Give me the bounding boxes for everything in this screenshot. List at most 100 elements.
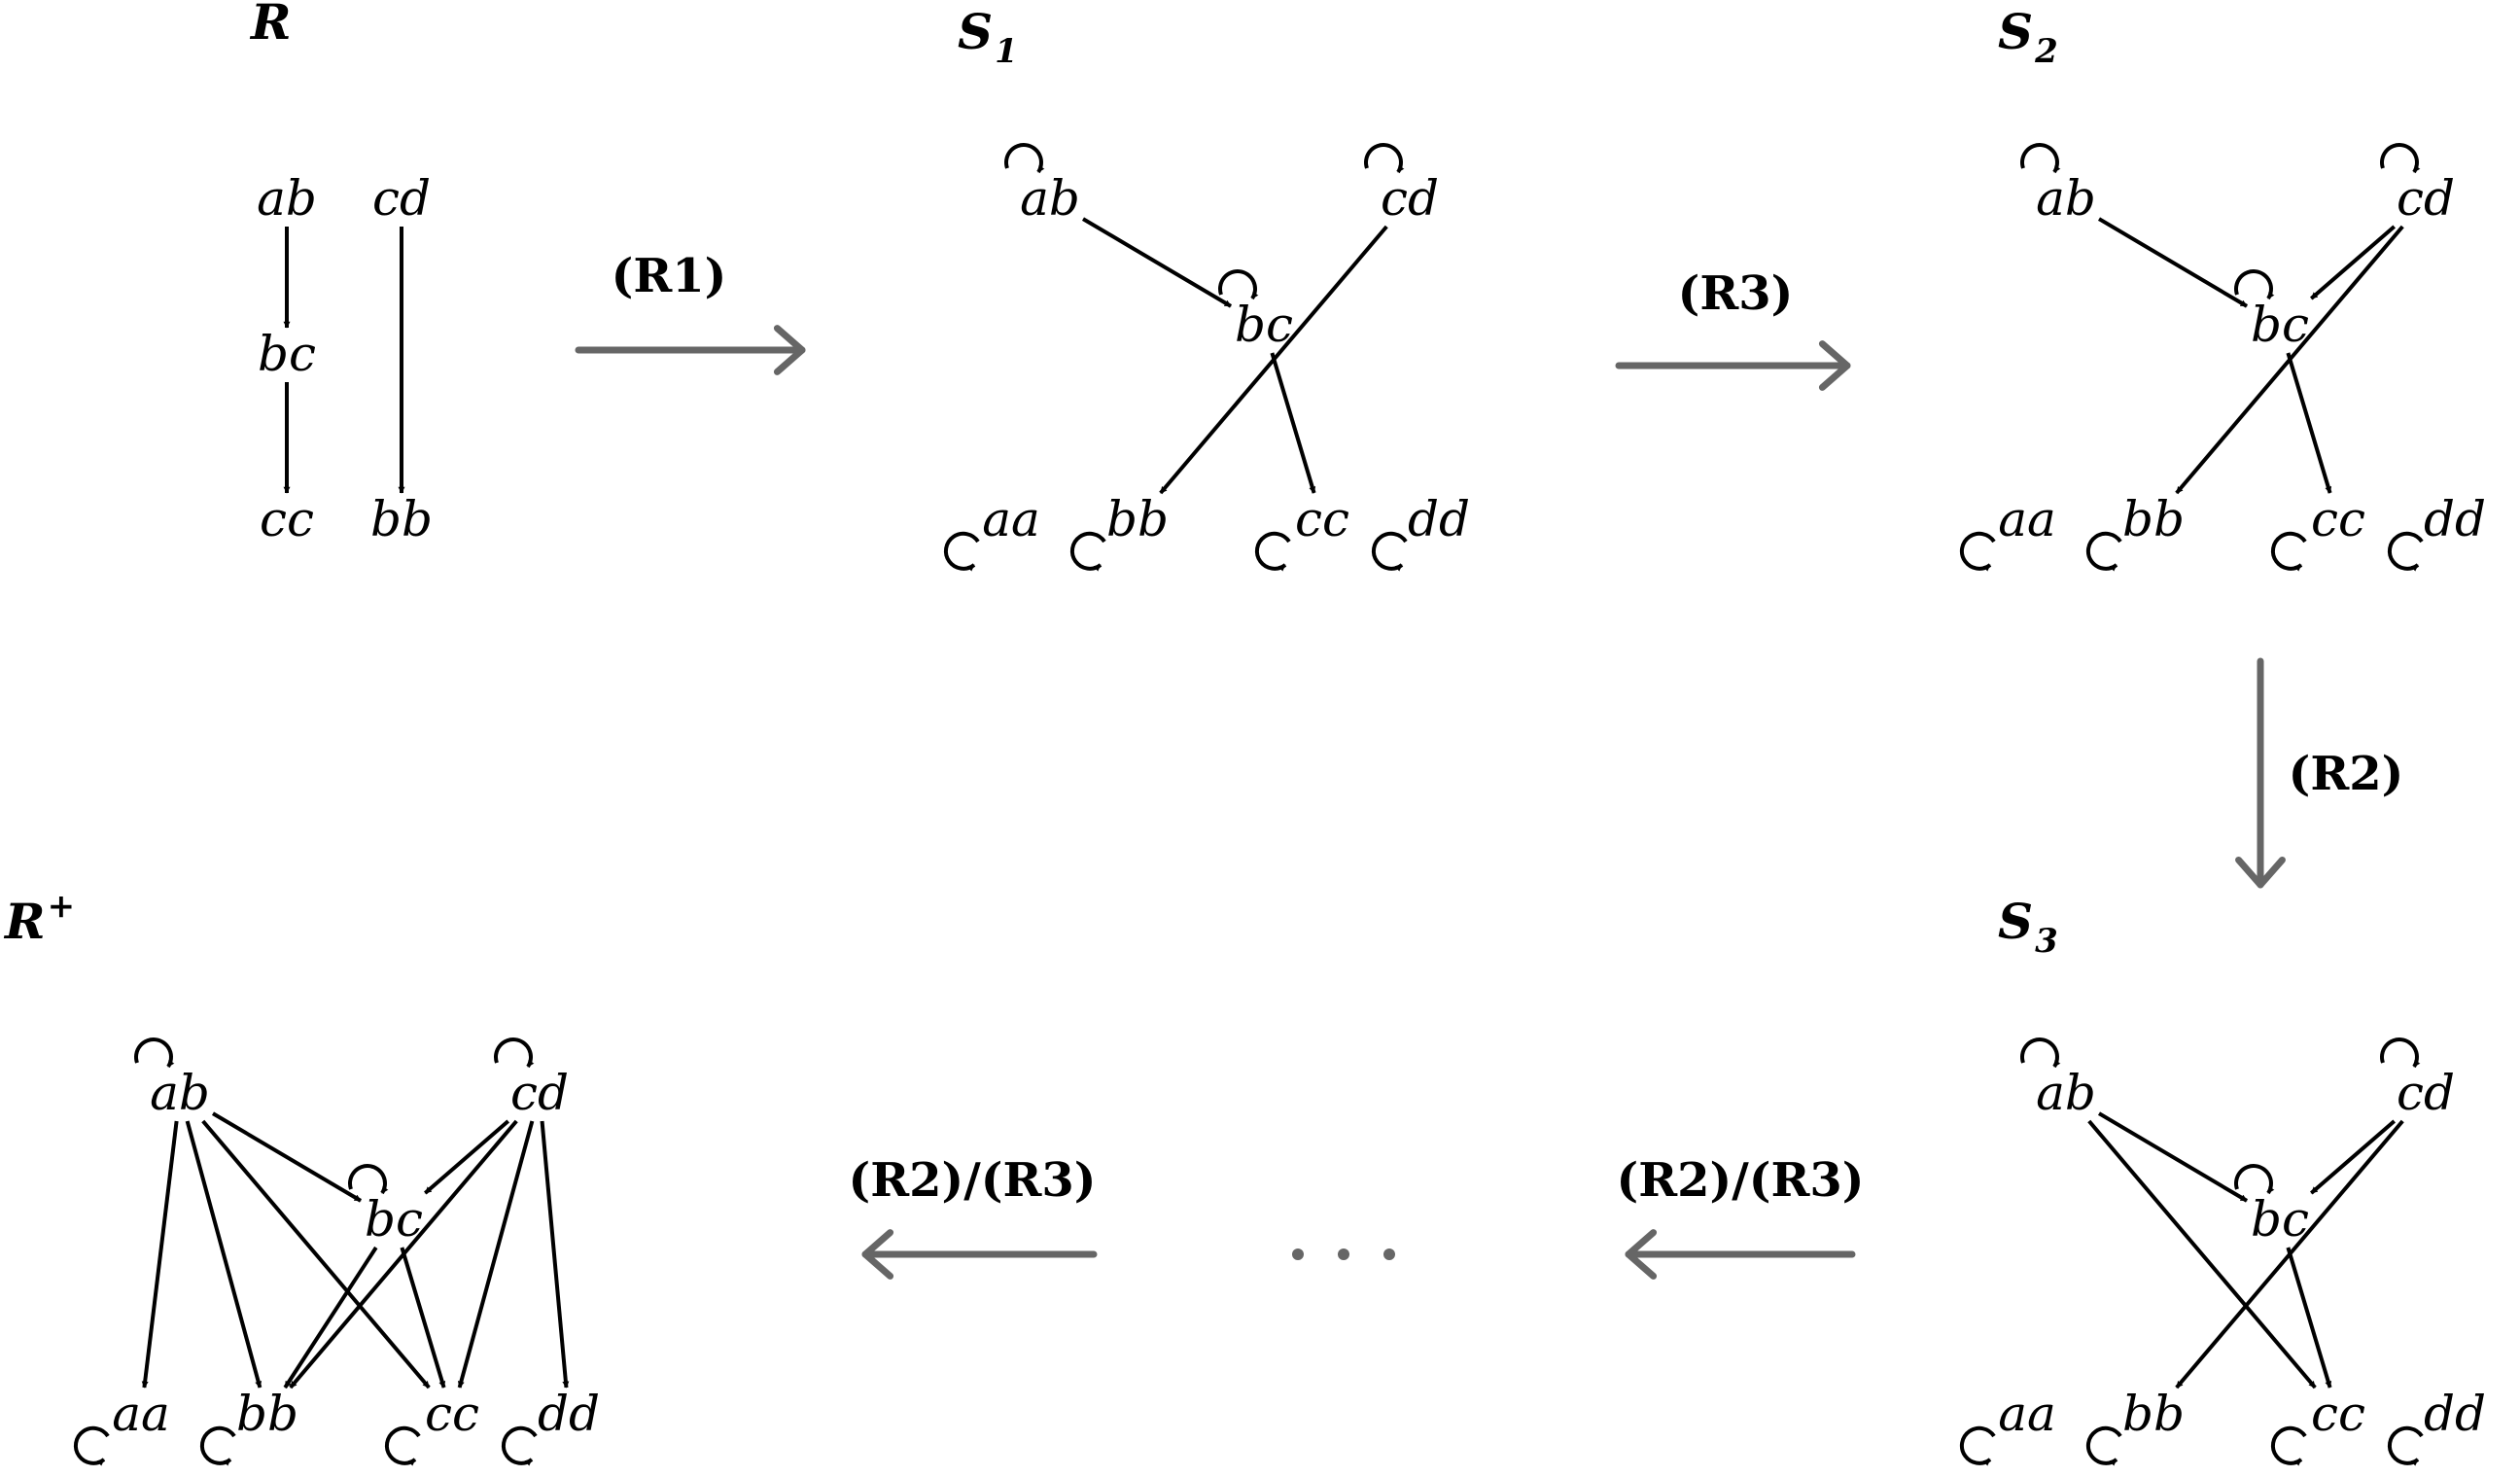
loop-bb <box>2085 531 2122 572</box>
step-arrow-head <box>1818 340 1851 391</box>
loop-bc <box>2234 269 2275 300</box>
node-aa: aa <box>1998 1386 2056 1442</box>
step-arrow-head <box>1625 1229 1658 1280</box>
node-ab: ab <box>1020 170 1080 227</box>
panel-title: S2 <box>1998 3 2058 71</box>
loop-cc <box>384 1425 421 1466</box>
edge-bc-cc <box>2286 352 2332 494</box>
loop-ab <box>134 1037 175 1069</box>
node-aa: aa <box>1998 491 2056 547</box>
loop-aa <box>943 531 980 572</box>
node-bc: bc <box>1235 297 1293 353</box>
loop-aa <box>73 1425 110 1466</box>
loop-bb <box>2085 1425 2122 1466</box>
node-cd: cd <box>2397 170 2455 227</box>
node-ab: ab <box>2036 1065 2096 1121</box>
node-aa: aa <box>112 1386 170 1442</box>
loop-cd <box>2380 1037 2421 1069</box>
loop-cd <box>1364 143 1405 174</box>
edge-cd-bc <box>2309 225 2397 300</box>
loop-bc <box>348 1164 389 1195</box>
node-dd: dd <box>2424 491 2486 547</box>
node-bc: bc <box>2251 297 2309 353</box>
step-label: (R2) <box>2289 747 2404 801</box>
ellipsis <box>1292 1248 1395 1260</box>
panel-title: S3 <box>1998 893 2058 961</box>
node-bb: bb <box>370 491 433 547</box>
node-bc: bc <box>2251 1191 2309 1248</box>
edge-ab-bc <box>1081 217 1233 308</box>
edge-bc-bb <box>283 1246 378 1389</box>
panel-superscript: + <box>48 887 76 926</box>
step-r2r3-right: (R2)/(R3) <box>1617 1153 1865 1280</box>
edge-ab-bb <box>185 1120 262 1389</box>
loop-bc <box>2234 1164 2275 1195</box>
node-cc: cc <box>425 1386 479 1442</box>
panel-subscript: 3 <box>2035 922 2058 961</box>
loop-dd <box>2387 1425 2424 1466</box>
node-aa: aa <box>982 491 1040 547</box>
loop-ab <box>2020 1037 2061 1069</box>
edge-ab-cc <box>2087 1119 2317 1389</box>
edge-bc-cc <box>400 1247 446 1389</box>
ellipsis-dot <box>1383 1248 1395 1260</box>
node-bb: bb <box>236 1386 298 1442</box>
node-ab: ab <box>2036 170 2096 227</box>
node-bb: bb <box>1106 491 1169 547</box>
edge-ab-bc <box>211 1111 363 1203</box>
node-ab: ab <box>150 1065 210 1121</box>
edge-ab-cc <box>201 1119 431 1389</box>
step-r2: (R2) <box>2235 657 2404 889</box>
edge-ab-bc <box>2097 217 2249 308</box>
loop-cc <box>1254 531 1291 572</box>
ellipsis-dot <box>1338 1248 1349 1260</box>
edge-ab-aa <box>141 1120 179 1389</box>
loop-aa <box>1959 531 1996 572</box>
step-r1: (R1) <box>575 249 806 375</box>
step-label: (R3) <box>1678 266 1794 321</box>
node-cc: cc <box>2311 491 2365 547</box>
node-bb: bb <box>2122 491 2185 547</box>
node-bc: bc <box>365 1191 423 1248</box>
loop-cc <box>2270 531 2307 572</box>
node-dd: dd <box>1408 491 1470 547</box>
step-r3: (R3) <box>1615 266 1851 391</box>
edge-bc-cc <box>2286 1247 2332 1389</box>
loop-cd <box>494 1037 535 1069</box>
loop-cc <box>2270 1425 2307 1466</box>
node-cd: cd <box>510 1065 569 1121</box>
loop-cd <box>2380 143 2421 174</box>
loop-bb <box>1069 531 1106 572</box>
step-arrow-head <box>2235 856 2286 889</box>
loop-ab <box>1004 143 1045 174</box>
panel-title: R+ <box>3 887 75 950</box>
node-bb: bb <box>2122 1386 2185 1442</box>
step-arrow-head <box>773 325 806 375</box>
node-cc: cc <box>2311 1386 2365 1442</box>
edge-ab-bc <box>2097 1111 2249 1203</box>
edge-cd-bc <box>423 1119 510 1195</box>
panel-subscript: 2 <box>2034 32 2058 71</box>
loop-bb <box>199 1425 236 1466</box>
node-ab: ab <box>257 170 317 227</box>
ellipsis-dot <box>1292 1248 1304 1260</box>
panel-title: R <box>249 0 292 51</box>
node-bc: bc <box>258 326 316 382</box>
loop-bc <box>1218 269 1259 300</box>
node-cd: cd <box>1381 170 1439 227</box>
edge-bc-cc <box>1270 352 1316 494</box>
node-cc: cc <box>260 491 314 547</box>
node-cd: cd <box>2397 1065 2455 1121</box>
panel-S2: S2 ab cd bc aa bb cc dd <box>1959 3 2486 572</box>
step-label: (R2)/(R3) <box>1617 1153 1865 1208</box>
loop-aa <box>1959 1425 1996 1466</box>
loop-ab <box>2020 143 2061 174</box>
edge-cd-cc <box>457 1120 535 1389</box>
loop-dd <box>2387 531 2424 572</box>
panel-subscript: 1 <box>995 32 1018 71</box>
